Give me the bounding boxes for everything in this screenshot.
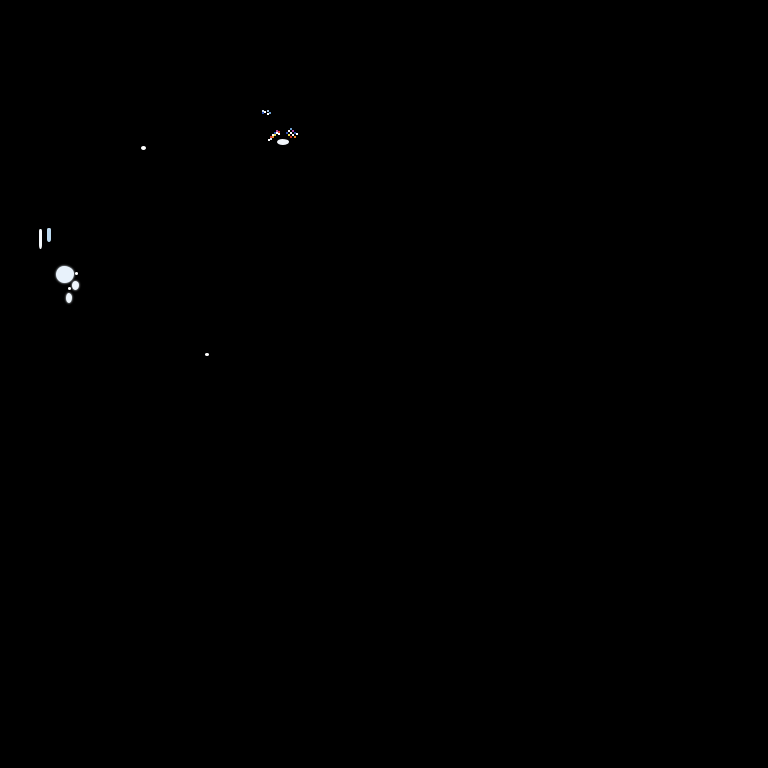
speckle-streak-left <box>268 130 282 143</box>
twin-dot-mark-pixel <box>262 110 264 112</box>
cluster-satellite-a <box>72 281 79 290</box>
twin-dot-mark-pixel <box>269 112 271 114</box>
vertical-streak-right <box>47 228 51 242</box>
speckle-cluster-right-pixel <box>292 130 294 132</box>
speckle-streak-left-pixel <box>270 136 272 138</box>
speckle-cluster-right-pixel <box>290 132 292 134</box>
twin-dot-mark-pixel <box>262 112 264 114</box>
speckle-streak-left-pixel <box>272 134 274 136</box>
speckle-cluster-right-pixel <box>294 136 296 138</box>
speckle-streak-left-pixel <box>268 139 270 141</box>
speckle-cluster-right-pixel <box>294 132 296 134</box>
wisp-arrow <box>277 139 289 145</box>
tiny-dot-lower <box>205 353 209 356</box>
speckle-streak-left-pixel <box>276 130 278 132</box>
speckle-streak-left-pixel <box>274 132 276 134</box>
cluster-satellite-b <box>66 293 72 303</box>
speckle-cluster-right-pixel <box>286 132 288 134</box>
vertical-streak-left <box>39 229 42 249</box>
twin-dot-mark <box>262 110 271 117</box>
tiny-dot-upper <box>141 146 146 150</box>
speckle-cluster-right-pixel <box>296 133 298 135</box>
speckle-streak-left-pixel <box>276 132 278 134</box>
speckle-cluster-right <box>286 128 300 140</box>
cluster-fleck-c <box>75 272 78 275</box>
speckle-cluster-right-pixel <box>290 136 292 138</box>
speckle-cluster-right-pixel <box>288 134 290 136</box>
twin-dot-mark-pixel <box>264 111 266 113</box>
twin-dot-mark-pixel <box>267 113 269 115</box>
speckle-streak-left-pixel <box>274 134 276 136</box>
speckle-cluster-right-pixel <box>288 130 290 132</box>
speckle-streak-left-pixel <box>272 136 274 138</box>
twin-dot-mark-pixel <box>267 110 269 112</box>
cluster-fleck-d <box>68 287 71 290</box>
speckle-cluster-right-pixel <box>290 128 292 130</box>
speckle-cluster-right-pixel <box>292 134 294 136</box>
speckle-streak-left-pixel <box>278 133 280 135</box>
main-bright-cluster <box>56 266 74 283</box>
speckle-streak-left-pixel <box>278 131 280 133</box>
speckle-streak-left-pixel <box>270 138 272 140</box>
